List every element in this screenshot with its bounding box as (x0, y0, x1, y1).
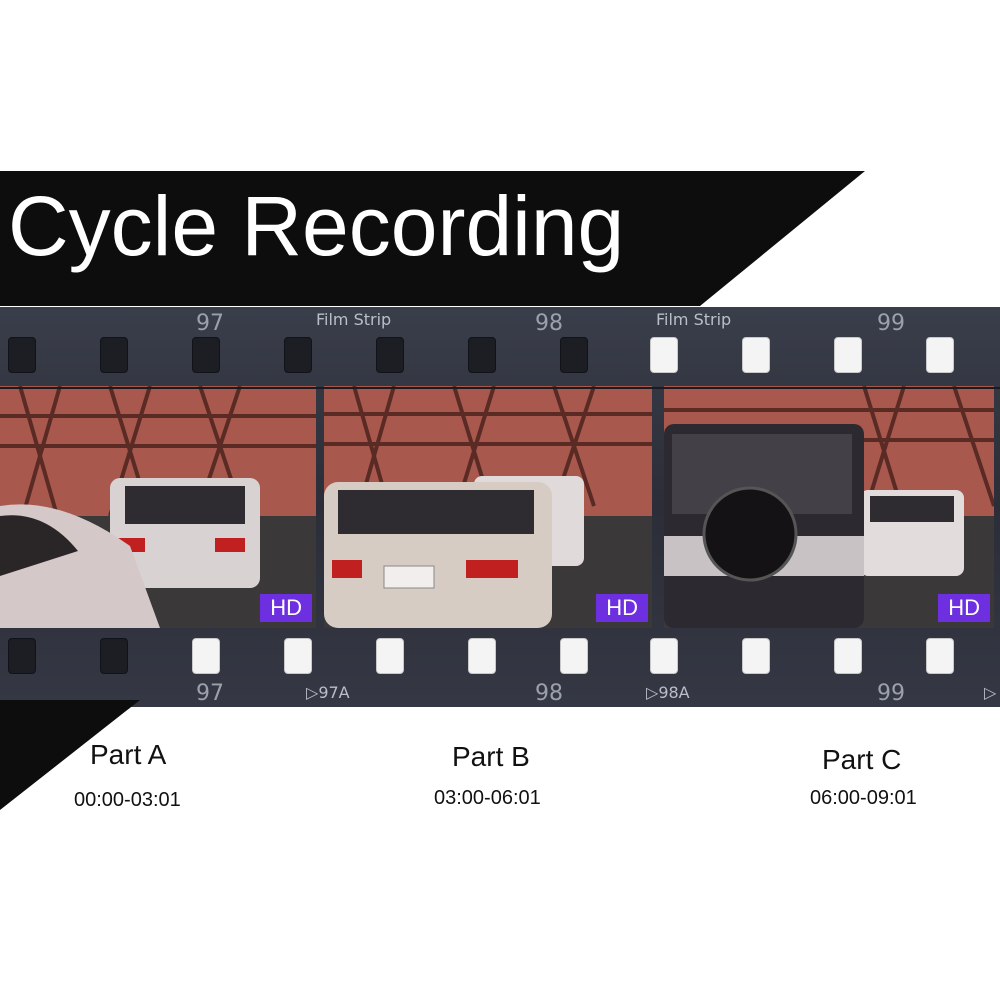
sprocket-hole (742, 337, 770, 373)
part-b-time: 03:00-06:01 (434, 787, 541, 809)
video-frame-part-c: HD (664, 386, 994, 628)
film-bottom-number-98: 98 (535, 681, 563, 706)
film-top-label: Film Strip (656, 310, 732, 329)
sprocket-hole (650, 337, 678, 373)
sprocket-hole (192, 638, 220, 674)
sprocket-hole (834, 337, 862, 373)
sprocket-hole (8, 638, 36, 674)
film-bottom-number-99: 99 (877, 681, 905, 706)
sprocket-hole (284, 638, 312, 674)
video-frame-part-b: HD (324, 386, 652, 628)
film-top-number-99: 99 (877, 311, 905, 336)
title-banner (0, 171, 865, 306)
part-a-label: Part A (90, 739, 167, 770)
sprocket-hole (468, 638, 496, 674)
hd-badge: HD (596, 594, 648, 622)
street-scene-image (664, 386, 994, 628)
film-top-label: Film Strip (316, 310, 392, 329)
sprocket-hole (100, 638, 128, 674)
arrow-marker-icon: ▷ (306, 683, 319, 702)
sprocket-hole (560, 337, 588, 373)
film-top-number-98: 98 (535, 311, 563, 336)
sprocket-hole (650, 638, 678, 674)
sprocket-hole (8, 337, 36, 373)
sprocket-hole (742, 638, 770, 674)
arrow-marker-icon: ▷ (984, 683, 997, 702)
hd-badge: HD (938, 594, 990, 622)
sprocket-hole (468, 337, 496, 373)
part-c-time: 06:00-09:01 (810, 787, 917, 809)
decorative-triangle (0, 700, 140, 810)
hd-badge: HD (260, 594, 312, 622)
sprocket-hole (926, 337, 954, 373)
sprocket-hole (192, 337, 220, 373)
part-a-time: 00:00-03:01 (74, 789, 181, 811)
sprocket-hole (100, 337, 128, 373)
street-scene-image (0, 386, 316, 628)
page-title: Cycle Recording (8, 179, 625, 273)
film-bottom-label-97a: ▷97A (306, 683, 350, 702)
film-strip: 97 Film Strip 98 Film Strip 99 HD (0, 307, 1000, 707)
film-bottom-label-98a: ▷98A (646, 683, 690, 702)
sprocket-hole (560, 638, 588, 674)
part-c-label: Part C (822, 744, 902, 775)
sprocket-hole (376, 638, 404, 674)
part-b-label: Part B (452, 741, 530, 772)
arrow-marker-icon: ▷ (646, 683, 659, 702)
film-top-number-97: 97 (196, 311, 224, 336)
sprocket-hole (376, 337, 404, 373)
sprocket-hole (284, 337, 312, 373)
sprocket-hole (834, 638, 862, 674)
video-frame-part-a: HD (0, 386, 316, 628)
street-scene-image (324, 386, 652, 628)
film-bottom-number-97: 97 (196, 681, 224, 706)
sprocket-hole (926, 638, 954, 674)
